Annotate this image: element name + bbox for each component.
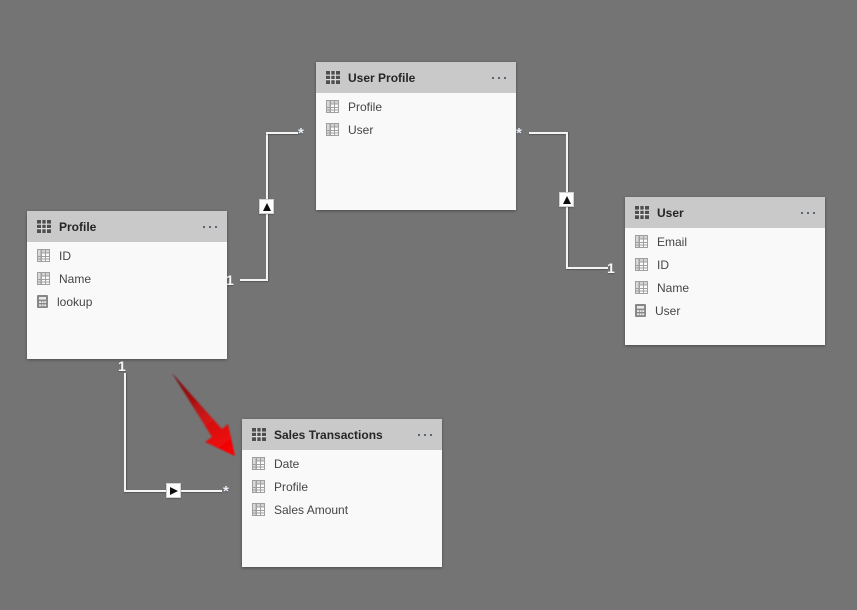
field-label: lookup [57, 294, 93, 309]
field-table-icon [37, 272, 50, 285]
field-table-icon [252, 480, 265, 493]
table-icon [326, 71, 340, 84]
table-fields: Email ID Name User [625, 228, 825, 322]
field-table-icon [326, 123, 339, 136]
field-table-icon [252, 457, 265, 470]
table-header[interactable]: User Profile [316, 62, 516, 93]
filter-direction-box[interactable] [166, 483, 181, 498]
field-label: Profile [274, 479, 309, 494]
field-label: ID [59, 248, 71, 263]
relationship-line[interactable] [266, 132, 298, 134]
table-field-row[interactable]: Sales Amount [242, 498, 442, 521]
field-label: Sales Amount [274, 502, 349, 517]
field-label: Date [274, 456, 300, 471]
table-field-row[interactable]: Profile [242, 475, 442, 498]
table-field-row[interactable]: lookup [27, 290, 227, 313]
filter-direction-up-icon [262, 202, 271, 211]
cardinality-one-label: 1 [226, 272, 234, 288]
field-label: Profile [348, 99, 383, 114]
cardinality-one-label: 1 [118, 358, 126, 374]
cardinality-one-label: 1 [607, 260, 615, 276]
table-fields: ID Name lookup [27, 242, 227, 313]
field-label: Email [657, 234, 688, 249]
more-options-icon[interactable] [199, 222, 217, 232]
table-field-row[interactable]: Profile [316, 95, 516, 118]
cardinality-many-label: * [223, 483, 229, 500]
table-card-sales-transactions[interactable]: Sales Transactions Date Profile [242, 419, 442, 567]
filter-direction-box[interactable] [259, 199, 274, 214]
table-field-row[interactable]: Name [27, 267, 227, 290]
field-label: Name [657, 280, 690, 295]
field-calculator-icon [37, 295, 48, 308]
table-title: Profile [59, 219, 97, 234]
cardinality-many-label: * [516, 125, 522, 142]
table-header[interactable]: Profile [27, 211, 227, 242]
field-table-icon [252, 503, 265, 516]
table-icon [37, 220, 51, 233]
table-field-row[interactable]: ID [27, 244, 227, 267]
filter-direction-up-icon [562, 195, 571, 204]
field-table-icon [635, 258, 648, 271]
table-field-row[interactable]: Email [625, 230, 825, 253]
more-options-icon[interactable] [797, 208, 815, 218]
table-icon [252, 428, 266, 441]
table-field-row[interactable]: Date [242, 452, 442, 475]
field-label: User [655, 303, 681, 318]
field-table-icon [37, 249, 50, 262]
field-label: User [348, 122, 374, 137]
table-title: User Profile [348, 70, 416, 85]
relationship-line[interactable] [566, 267, 608, 269]
table-card-user[interactable]: User Email ID Name [625, 197, 825, 345]
table-field-row[interactable]: ID [625, 253, 825, 276]
field-table-icon [635, 235, 648, 248]
table-title: Sales Transactions [274, 427, 383, 442]
table-title: User [657, 205, 684, 220]
table-header[interactable]: Sales Transactions [242, 419, 442, 450]
table-card-user-profile[interactable]: User Profile Profile User [316, 62, 516, 210]
table-field-row[interactable]: User [625, 299, 825, 322]
table-icon [635, 206, 649, 219]
more-options-icon[interactable] [488, 73, 506, 83]
filter-direction-box[interactable] [559, 192, 574, 207]
filter-direction-right-icon [169, 486, 178, 495]
table-fields: Date Profile Sales Amount [242, 450, 442, 521]
field-calculator-icon [635, 304, 646, 317]
table-header[interactable]: User [625, 197, 825, 228]
table-fields: Profile User [316, 93, 516, 141]
relationship-line[interactable] [124, 373, 126, 492]
table-field-row[interactable]: Name [625, 276, 825, 299]
field-table-icon [326, 100, 339, 113]
field-label: ID [657, 257, 669, 272]
cardinality-many-label: * [298, 125, 304, 142]
relationship-line[interactable] [240, 279, 268, 281]
table-card-profile[interactable]: Profile ID Name lookup [27, 211, 227, 359]
table-field-row[interactable]: User [316, 118, 516, 141]
relationship-line[interactable] [529, 132, 568, 134]
field-table-icon [635, 281, 648, 294]
more-options-icon[interactable] [414, 430, 432, 440]
field-label: Name [59, 271, 92, 286]
